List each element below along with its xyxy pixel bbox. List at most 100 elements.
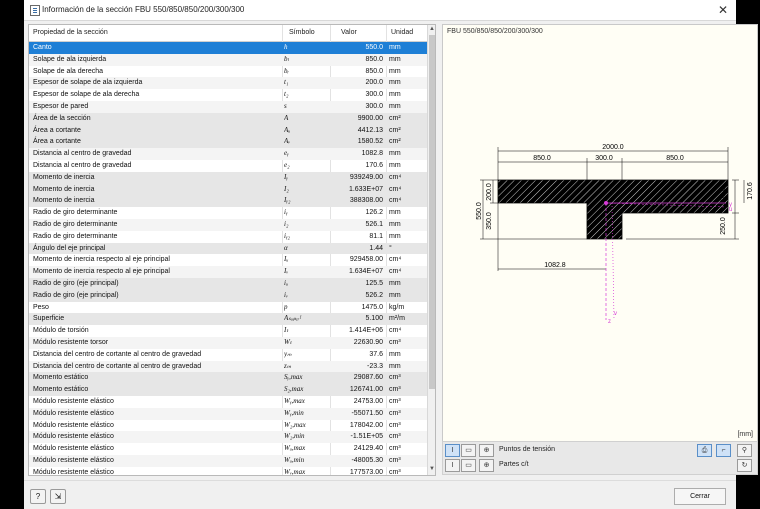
dimensions-icon[interactable]: ▭: [461, 444, 476, 457]
property-cell: Distancia del centro de cortante al cent…: [33, 362, 202, 370]
table-row[interactable]: Momento de inercia respecto al eje princ…: [29, 254, 427, 266]
property-cell: Área a cortante: [33, 126, 81, 134]
window-title: Información de la sección FBU 550/850/85…: [42, 5, 245, 14]
value-cell: 29087.60: [353, 374, 383, 382]
stress-points-label[interactable]: Puntos de tensión: [499, 446, 556, 453]
unit-cell: cm³: [389, 409, 401, 417]
unit-cell: mm: [389, 67, 401, 75]
axis-label-v: v: [614, 311, 617, 317]
header-value[interactable]: Valor: [341, 29, 357, 36]
property-cell: Radio de giro determinante: [33, 232, 118, 240]
search-icon[interactable]: ⚲: [737, 444, 752, 457]
symbol-cell: iᵤ: [284, 278, 288, 287]
property-cell: Momento de inercia: [33, 185, 95, 193]
print-icon[interactable]: ⎙: [697, 444, 712, 457]
property-cell: Radio de giro (eje principal): [33, 291, 119, 299]
property-cell: Radio de giro determinante: [33, 220, 118, 228]
symbol-cell: Sᵧ,max: [284, 373, 303, 382]
property-cell: Módulo resistente torsor: [33, 338, 109, 346]
parts-label[interactable]: Partes c/t: [499, 461, 529, 468]
unit-cell: cm³: [389, 421, 401, 429]
symbol-cell: h: [284, 43, 288, 51]
property-cell: Momento de inercia: [33, 197, 95, 205]
unit-cell: cm²: [389, 126, 401, 134]
value-cell: -23.3: [367, 362, 383, 370]
symbol-cell: Iᵤ: [284, 255, 289, 264]
unit-cell: cm³: [389, 386, 401, 394]
unit-cell: m²/m: [389, 315, 405, 323]
table-row[interactable]: Distancia del centro de cortante al cent…: [29, 349, 427, 361]
zoom-icon-2[interactable]: ⊕: [479, 459, 494, 472]
value-cell: 125.5: [365, 279, 383, 287]
header-property[interactable]: Propiedad de la sección: [33, 29, 108, 36]
table-row[interactable]: Distancia del centro de cortante al cent…: [29, 360, 427, 373]
scroll-down-icon[interactable]: ▼: [429, 466, 435, 472]
close-button[interactable]: Cerrar: [674, 488, 726, 505]
scroll-thumb[interactable]: [429, 35, 435, 389]
unit-cell: cm³: [389, 445, 401, 453]
axes-icon[interactable]: ⌐: [716, 444, 731, 457]
property-cell: Radio de giro determinante: [33, 209, 118, 217]
property-cell: Distancia del centro de cortante al cent…: [33, 350, 202, 358]
help-icon[interactable]: ?: [30, 489, 46, 504]
section-view-icon-2[interactable]: I: [445, 459, 460, 472]
scroll-up-icon[interactable]: ▲: [429, 26, 435, 32]
dimensions-icon-2[interactable]: ▭: [461, 459, 476, 472]
header-symbol[interactable]: Símbolo: [289, 29, 315, 36]
dim-web: 300.0: [595, 155, 613, 162]
symbol-cell: bᵣ: [284, 66, 290, 75]
section-view-icon[interactable]: I: [445, 444, 460, 457]
symbol-cell: Iₜ: [284, 326, 289, 335]
table-scrollbar[interactable]: ▲ ▼: [427, 25, 435, 475]
section-drawing: 2000.0 850.0 300.0 850.0 550.0 200.0 350…: [476, 144, 754, 325]
property-cell: Momento de inercia respecto al eje princ…: [33, 268, 170, 276]
property-cell: Espesor de pared: [33, 102, 89, 110]
unit-cell: cm²: [389, 138, 401, 146]
refresh-icon[interactable]: ↻: [737, 459, 752, 472]
unit-cell: mm: [389, 150, 401, 158]
property-cell: Ángulo del eje principal: [33, 244, 106, 252]
property-cell: Área de la sección: [33, 114, 91, 122]
zoom-icon[interactable]: ⊕: [479, 444, 494, 457]
header-unit[interactable]: Unidad: [391, 29, 414, 36]
close-icon[interactable]: ✕: [717, 3, 728, 17]
dim-left-flange: 200.0: [486, 183, 493, 201]
export-icon[interactable]: ⇲: [50, 489, 66, 504]
symbol-cell: Aᵤ: [284, 125, 291, 134]
value-cell: 24129.40: [353, 445, 383, 453]
table-row[interactable]: Momento de inercia respecto al eje princ…: [29, 266, 427, 278]
